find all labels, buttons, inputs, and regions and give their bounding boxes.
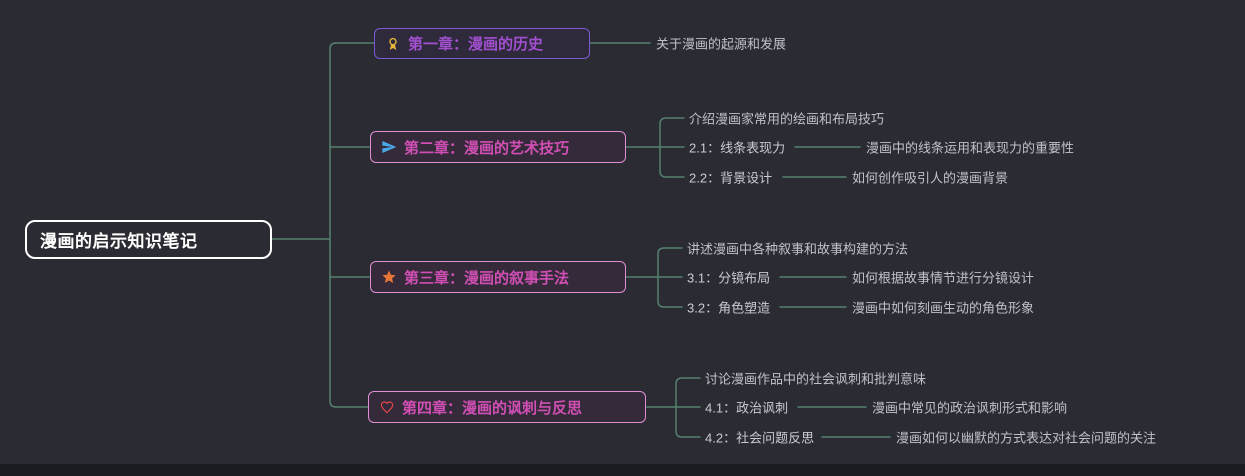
heart-icon [379,399,395,415]
chapter-3-subtopic-2-label[interactable]: 3.2：角色塑造 [687,300,771,316]
root-label: 漫画的启示知识笔记 [40,232,198,251]
chapter-4-subtopic-1-note[interactable]: 漫画中常见的政治讽刺形式和影响 [872,400,1068,416]
connector-ch4-spine [675,377,701,438]
chapter-3-note[interactable]: 讲述漫画中各种叙事和故事构建的方法 [687,241,909,257]
chapter-3-subtopic-1-note[interactable]: 如何根据故事情节进行分镜设计 [852,270,1035,286]
chapter-4-note[interactable]: 讨论漫画作品中的社会讽刺和批判意味 [705,371,927,387]
chapter-4-node[interactable]: 第四章：漫画的讽刺与反思 [368,391,646,423]
chapter-3-subtopic-1-label[interactable]: 3.1：分镜布局 [687,270,771,286]
chapter-4-subtopic-1-label[interactable]: 4.1：政治讽刺 [705,400,789,416]
connector-spine-mid [329,146,371,278]
chapter-3-title: 第三章：漫画的叙事手法 [404,269,570,287]
chapter-1-title: 第一章：漫画的历史 [408,36,544,53]
chapter-4-subtopic-2-label[interactable]: 4.2：社会问题反思 [705,430,815,446]
paper-plane-icon [381,139,397,155]
medal-icon [385,36,401,52]
chapter-2-subtopic-1-note[interactable]: 漫画中的线条运用和表现力的重要性 [866,140,1075,156]
connector-ch3-spine [657,247,683,308]
bottom-bar [0,464,1245,476]
chapter-1-node[interactable]: 第一章：漫画的历史 [374,28,590,59]
star-icon [381,269,397,285]
chapter-3-node[interactable]: 第三章：漫画的叙事手法 [370,261,626,293]
connector-ch2-spine [659,117,685,178]
chapter-2-subtopic-2-label[interactable]: 2.2：背景设计 [689,170,773,186]
connector-spine [329,42,375,408]
chapter-3-subtopic-2-note[interactable]: 漫画中如何刻画生动的角色形象 [852,300,1035,316]
root-node[interactable]: 漫画的启示知识笔记 [25,220,272,259]
chapter-4-title: 第四章：漫画的讽刺与反思 [402,399,583,417]
chapter-2-title: 第二章：漫画的艺术技巧 [404,139,570,157]
chapter-2-note[interactable]: 介绍漫画家常用的绘画和布局技巧 [689,111,885,127]
chapter-2-subtopic-2-note[interactable]: 如何创作吸引人的漫画背景 [852,170,1009,186]
chapter-2-node[interactable]: 第二章：漫画的艺术技巧 [370,131,626,163]
chapter-2-subtopic-1-label[interactable]: 2.1：线条表现力 [689,140,786,156]
chapter-1-note[interactable]: 关于漫画的起源和发展 [656,36,787,52]
chapter-4-subtopic-2-note[interactable]: 漫画如何以幽默的方式表达对社会问题的关注 [896,430,1157,446]
